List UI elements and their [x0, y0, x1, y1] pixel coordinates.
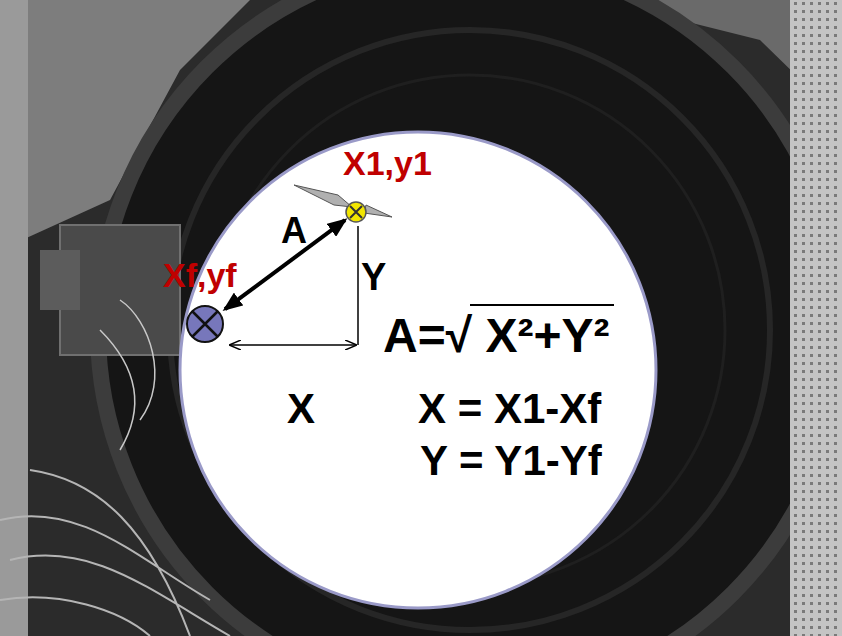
mount-block	[40, 250, 80, 310]
wire	[100, 300, 155, 450]
x-leg-arrow	[230, 344, 356, 346]
cross-mark	[192, 311, 218, 337]
chamber-ring	[98, 0, 842, 636]
formula-text: X = X1-Xf	[418, 388, 601, 430]
edge-label: A	[281, 213, 307, 249]
formula-text: Y = Y1-Yf	[420, 440, 602, 482]
wire	[0, 470, 230, 636]
y-leg-line	[357, 226, 359, 345]
wall-strip	[0, 0, 28, 636]
axis-label: Y	[361, 258, 386, 296]
node-shape	[185, 304, 225, 344]
position-marker: X1,y1	[345, 201, 367, 223]
coordinate-label: Xf,yf	[163, 258, 237, 292]
origin-marker	[187, 306, 223, 342]
root-bar	[470, 304, 614, 306]
node-shape	[345, 201, 367, 223]
cross-mark	[350, 206, 362, 218]
target-marker	[346, 202, 366, 222]
position-marker: Xf,yf	[185, 304, 225, 344]
node-shape	[178, 130, 658, 610]
axis-label: X	[287, 388, 315, 430]
coordinate-label: X1,y1	[343, 146, 432, 180]
grid-panel	[790, 0, 842, 636]
formula-circle: A=√ X²+Y² X = X1-Xf Y = Y1-Yf X1,y1Xf,yf	[178, 130, 658, 610]
formula-text: A=√ X²+Y²	[383, 312, 609, 360]
white-circle	[180, 132, 656, 608]
chamber-ring	[170, 30, 770, 630]
